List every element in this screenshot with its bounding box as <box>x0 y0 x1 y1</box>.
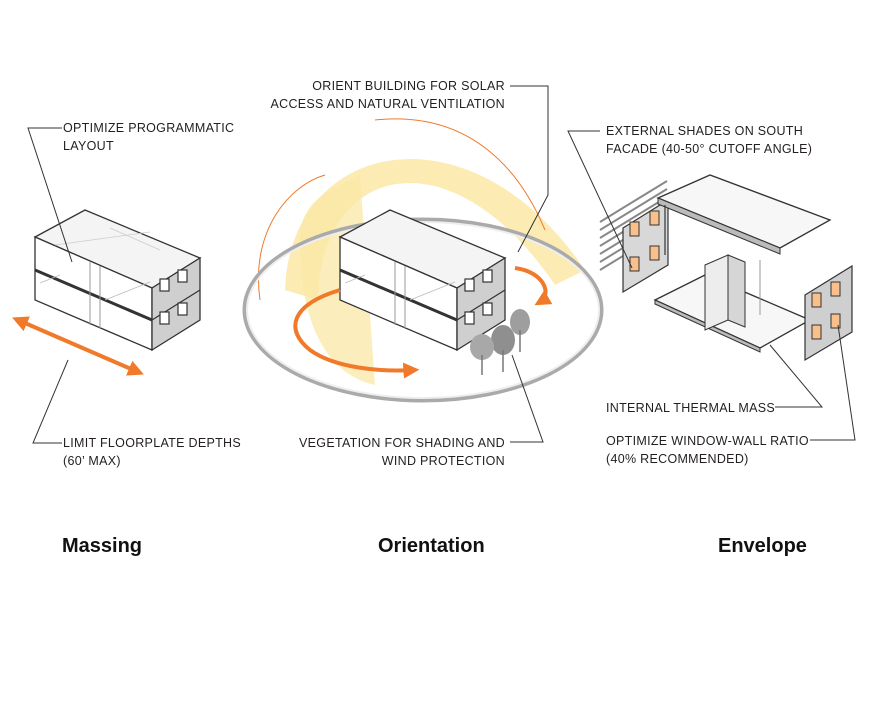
orientation-building <box>338 209 507 352</box>
leader-line <box>27 127 73 263</box>
envelope-building <box>653 174 832 353</box>
annotation-line: WIND PROTECTION <box>381 454 505 468</box>
site-ellipse <box>242 217 604 403</box>
east-facade-panel <box>804 264 853 362</box>
annotation-internal-thermal-mass: INTERNAL THERMAL MASS <box>606 399 775 417</box>
leader-line <box>510 85 549 253</box>
annotation-optimize-programmatic-layout: OPTIMIZE PROGRAMMATIC LAYOUT <box>63 119 234 155</box>
annotation-line: VEGETATION FOR SHADING AND <box>299 436 505 450</box>
annotation-vegetation: VEGETATION FOR SHADING AND WIND PROTECTI… <box>299 434 505 470</box>
massing-building <box>33 209 202 352</box>
annotation-window-wall-ratio: OPTIMIZE WINDOW-WALL RATIO (40% RECOMMEN… <box>606 432 809 468</box>
caption-massing: Massing <box>62 535 143 557</box>
caption-envelope: Envelope <box>718 535 807 557</box>
annotation-external-shades: EXTERNAL SHADES ON SOUTH FACADE (40-50° … <box>606 122 812 158</box>
tree-icon <box>470 309 530 375</box>
annotation-line: OPTIMIZE PROGRAMMATIC <box>63 121 235 135</box>
annotation-line: OPTIMIZE WINDOW-WALL RATIO <box>606 434 809 448</box>
caption-orientation: Orientation <box>378 535 485 557</box>
annotation-line: EXTERNAL SHADES ON SOUTH <box>606 124 804 138</box>
leader-line <box>32 359 69 444</box>
annotation-line: (60’ MAX) <box>63 454 121 468</box>
annotation-line: ACCESS AND NATURAL VENTILATION <box>270 97 505 111</box>
floorplate-depth-arrow <box>12 316 144 376</box>
leader-line <box>510 354 544 443</box>
annotation-line: (40% RECOMMENDED) <box>606 452 749 466</box>
annotation-line: FACADE (40-50° CUTOFF ANGLE) <box>606 142 813 156</box>
leader-line <box>567 130 633 269</box>
south-facade-panel <box>622 198 669 294</box>
wind-arrow <box>514 266 553 306</box>
annotation-line: LAYOUT <box>63 139 114 153</box>
leader-line <box>810 324 856 441</box>
leader-line <box>769 344 824 408</box>
wind-arrow <box>293 288 420 379</box>
annotation-limit-floorplate-depths: LIMIT FLOORPLATE DEPTHS (60’ MAX) <box>63 434 241 470</box>
annotation-orient-building: ORIENT BUILDING FOR SOLAR ACCESS AND NAT… <box>270 77 505 113</box>
annotation-line: LIMIT FLOORPLATE DEPTHS <box>63 436 241 450</box>
annotation-line: ORIENT BUILDING FOR SOLAR <box>312 79 505 93</box>
annotation-line: INTERNAL THERMAL MASS <box>606 401 776 415</box>
